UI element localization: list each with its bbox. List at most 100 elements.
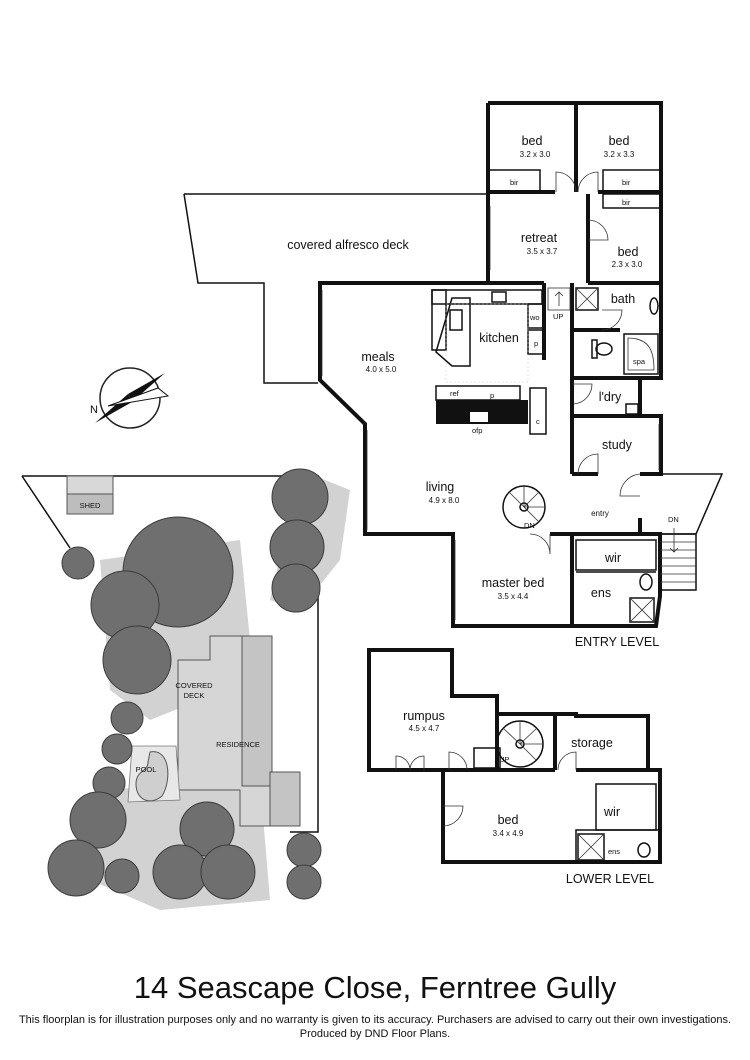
landing: [473, 747, 501, 769]
lower-level-label: LOWER LEVEL: [566, 872, 654, 886]
bed-2-label: bed: [609, 134, 630, 148]
stair-up-label: UP: [553, 312, 563, 321]
spiral-stair-lower: UP: [473, 720, 544, 769]
bed-3-size: 2.3 x 3.0: [612, 260, 643, 269]
pantry-label-2: p: [490, 391, 494, 400]
compass: N: [90, 367, 170, 429]
door-swing: [572, 383, 593, 405]
entry-level-label: ENTRY LEVEL: [575, 635, 659, 649]
lower-level-plan: UP: [367, 648, 662, 864]
covered-deck-label-2: DECK: [184, 691, 205, 700]
living-size: 4.9 x 8.0: [429, 496, 460, 505]
exterior-wall: [488, 101, 663, 476]
door-swing: [577, 453, 599, 475]
tree: [200, 844, 256, 900]
retreat-label: retreat: [521, 231, 558, 245]
tree: [104, 858, 140, 894]
toilet-bowl: [595, 342, 613, 356]
stair-down-label: DN: [668, 515, 679, 524]
shed-label: SHED: [80, 501, 101, 510]
ensuite-label: ens: [591, 586, 611, 600]
ref-label: ref: [450, 389, 460, 398]
site-plan: SHED COVERED DECK RESIDENCE POOL: [21, 468, 350, 910]
spiral-stair-treads: [508, 486, 545, 523]
trees: [47, 468, 329, 900]
spa-label: spa: [633, 357, 646, 366]
ensuite-toilet-lower: [637, 842, 651, 858]
stair-up-label-lower: UP: [499, 755, 509, 764]
cooktop: [449, 309, 463, 331]
spiral-stair: DN: [502, 485, 546, 530]
stair-flight: [659, 533, 697, 591]
bed-lower-size: 3.4 x 4.9: [493, 829, 524, 838]
meals-label: meals: [361, 350, 394, 364]
compass-ring: [99, 367, 161, 429]
wir-label: wir: [604, 551, 621, 565]
tree: [152, 844, 208, 900]
master-bed-label: master bed: [482, 576, 545, 590]
bir-label: bir: [622, 198, 631, 207]
door-swing: [442, 805, 464, 827]
tree: [102, 625, 172, 695]
ensuite-toilet: [639, 573, 653, 591]
site-boundary-diagonal: [21, 475, 71, 549]
tree: [110, 701, 144, 735]
vanity-basin: [649, 297, 659, 315]
pool: [135, 751, 169, 802]
bath-label: bath: [611, 292, 635, 306]
kitchen-island: [435, 297, 471, 367]
residence-label: RESIDENCE: [216, 740, 260, 749]
compass-needle: [128, 373, 165, 402]
tree: [286, 864, 322, 900]
spa-bath-inner: [627, 337, 655, 371]
alfresco-deck-label: covered alfresco deck: [287, 238, 409, 252]
door-swing: [587, 219, 609, 241]
disclaimer: This floorplan is for illustration purpo…: [0, 1013, 750, 1041]
door-swing: [529, 533, 551, 555]
walk-in-robe: [575, 539, 657, 571]
toilet-cistern: [591, 339, 598, 359]
meals-size: 4.0 x 5.0: [366, 365, 397, 374]
retreat-size: 3.5 x 3.7: [527, 247, 558, 256]
storage-label: storage: [571, 736, 613, 750]
ensuite-lower: [575, 829, 661, 863]
ensuite-shower: [629, 597, 655, 623]
floor-plan: SHED COVERED DECK RESIDENCE POOL: [21, 101, 724, 910]
shower-cross: [629, 597, 655, 623]
kitchen-bench: [431, 289, 543, 305]
entry-door-swing: [619, 473, 641, 497]
bed-lower-label: bed: [498, 813, 519, 827]
alfresco-deck-outline: [183, 193, 488, 384]
built-in-robe: [602, 193, 662, 209]
shed-roof: [66, 475, 114, 495]
laundry-tub: [625, 403, 639, 415]
bir-label: bir: [510, 178, 519, 187]
ensuite-shower-lower: [577, 833, 605, 861]
door-swing: [555, 171, 577, 193]
wall-oven-label: wo: [529, 313, 540, 322]
spa-bath: [623, 333, 659, 375]
bed-1-size: 3.2 x 3.0: [520, 150, 551, 159]
door-swing: [395, 755, 425, 771]
laundry-label: l'dry: [599, 390, 622, 404]
bed-2-size: 3.2 x 3.3: [604, 150, 635, 159]
stair-treads: [660, 541, 696, 583]
tree: [271, 468, 329, 526]
disclaimer-line-2: Produced by DND Floor Plans.: [299, 1028, 451, 1040]
bed-3-label: bed: [618, 245, 639, 259]
ofp-label: ofp: [472, 426, 482, 435]
built-in-robe: [602, 169, 662, 193]
tree: [271, 563, 321, 613]
door-swing: [557, 751, 577, 771]
bed-1-label: bed: [522, 134, 543, 148]
master-bed-size: 3.5 x 4.4: [498, 592, 529, 601]
kitchen-label: kitchen: [479, 331, 519, 345]
wir-lower-label: wir: [603, 805, 620, 819]
pool-label: POOL: [136, 765, 157, 774]
covered-deck-label-1: COVERED: [175, 681, 213, 690]
cabinet-label: c: [536, 417, 540, 426]
site-boundary: [22, 475, 319, 833]
ensuite-lower-label: ens: [608, 847, 620, 856]
exterior-wall: [318, 103, 574, 628]
shower-cross: [575, 287, 599, 311]
